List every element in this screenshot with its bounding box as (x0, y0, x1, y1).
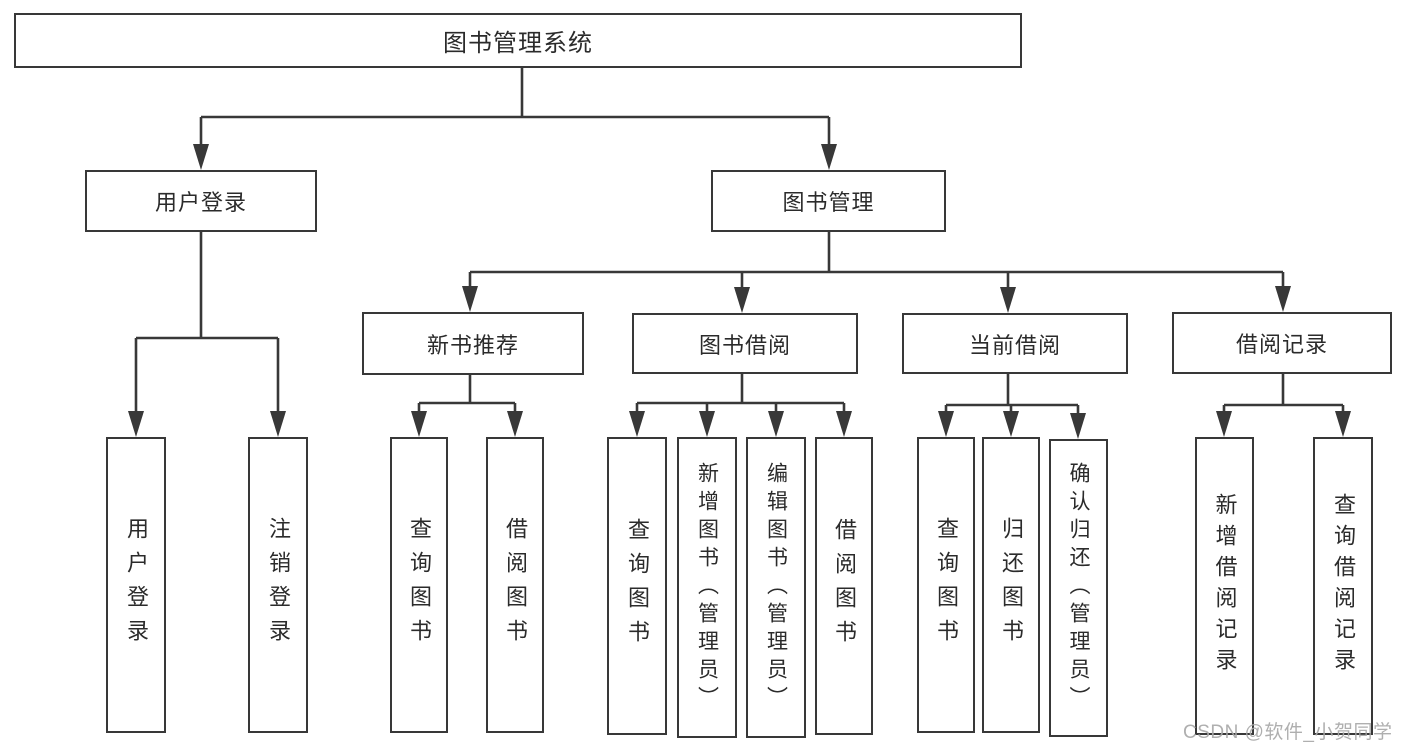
watermark: CSDN @软件_小贺同学 (1183, 722, 1393, 743)
leaf-borrow-query-books: 查询图书 (607, 437, 667, 735)
leaf-user-login: 用户登录 (106, 437, 166, 733)
node-library-management-system: 图书管理系统 (14, 13, 1022, 68)
leaf-rec-query-books: 查询图书 (390, 437, 448, 733)
leaf-borrow-add-books-admin: 新增图书（管理员） (677, 437, 737, 738)
leaf-records-add-borrow-record: 新增借阅记录 (1195, 437, 1254, 735)
leaf-borrow-borrow-books: 借阅图书 (815, 437, 873, 735)
node-borrowing-records: 借阅记录 (1172, 312, 1392, 374)
node-current-borrowing: 当前借阅 (902, 313, 1128, 374)
node-book-borrowing: 图书借阅 (632, 313, 858, 374)
node-user-login: 用户登录 (85, 170, 317, 232)
leaf-current-return-books: 归还图书 (982, 437, 1040, 733)
leaf-current-query-books: 查询图书 (917, 437, 975, 733)
leaf-current-confirm-return-admin: 确认归还（管理员） (1049, 439, 1108, 737)
node-book-management: 图书管理 (711, 170, 946, 232)
leaf-records-query-borrow-record: 查询借阅记录 (1313, 437, 1373, 735)
node-new-book-recommendation: 新书推荐 (362, 312, 584, 375)
leaf-logout: 注销登录 (248, 437, 308, 733)
leaf-rec-borrow-books: 借阅图书 (486, 437, 544, 733)
leaf-borrow-edit-books-admin: 编辑图书（管理员） (746, 437, 806, 738)
